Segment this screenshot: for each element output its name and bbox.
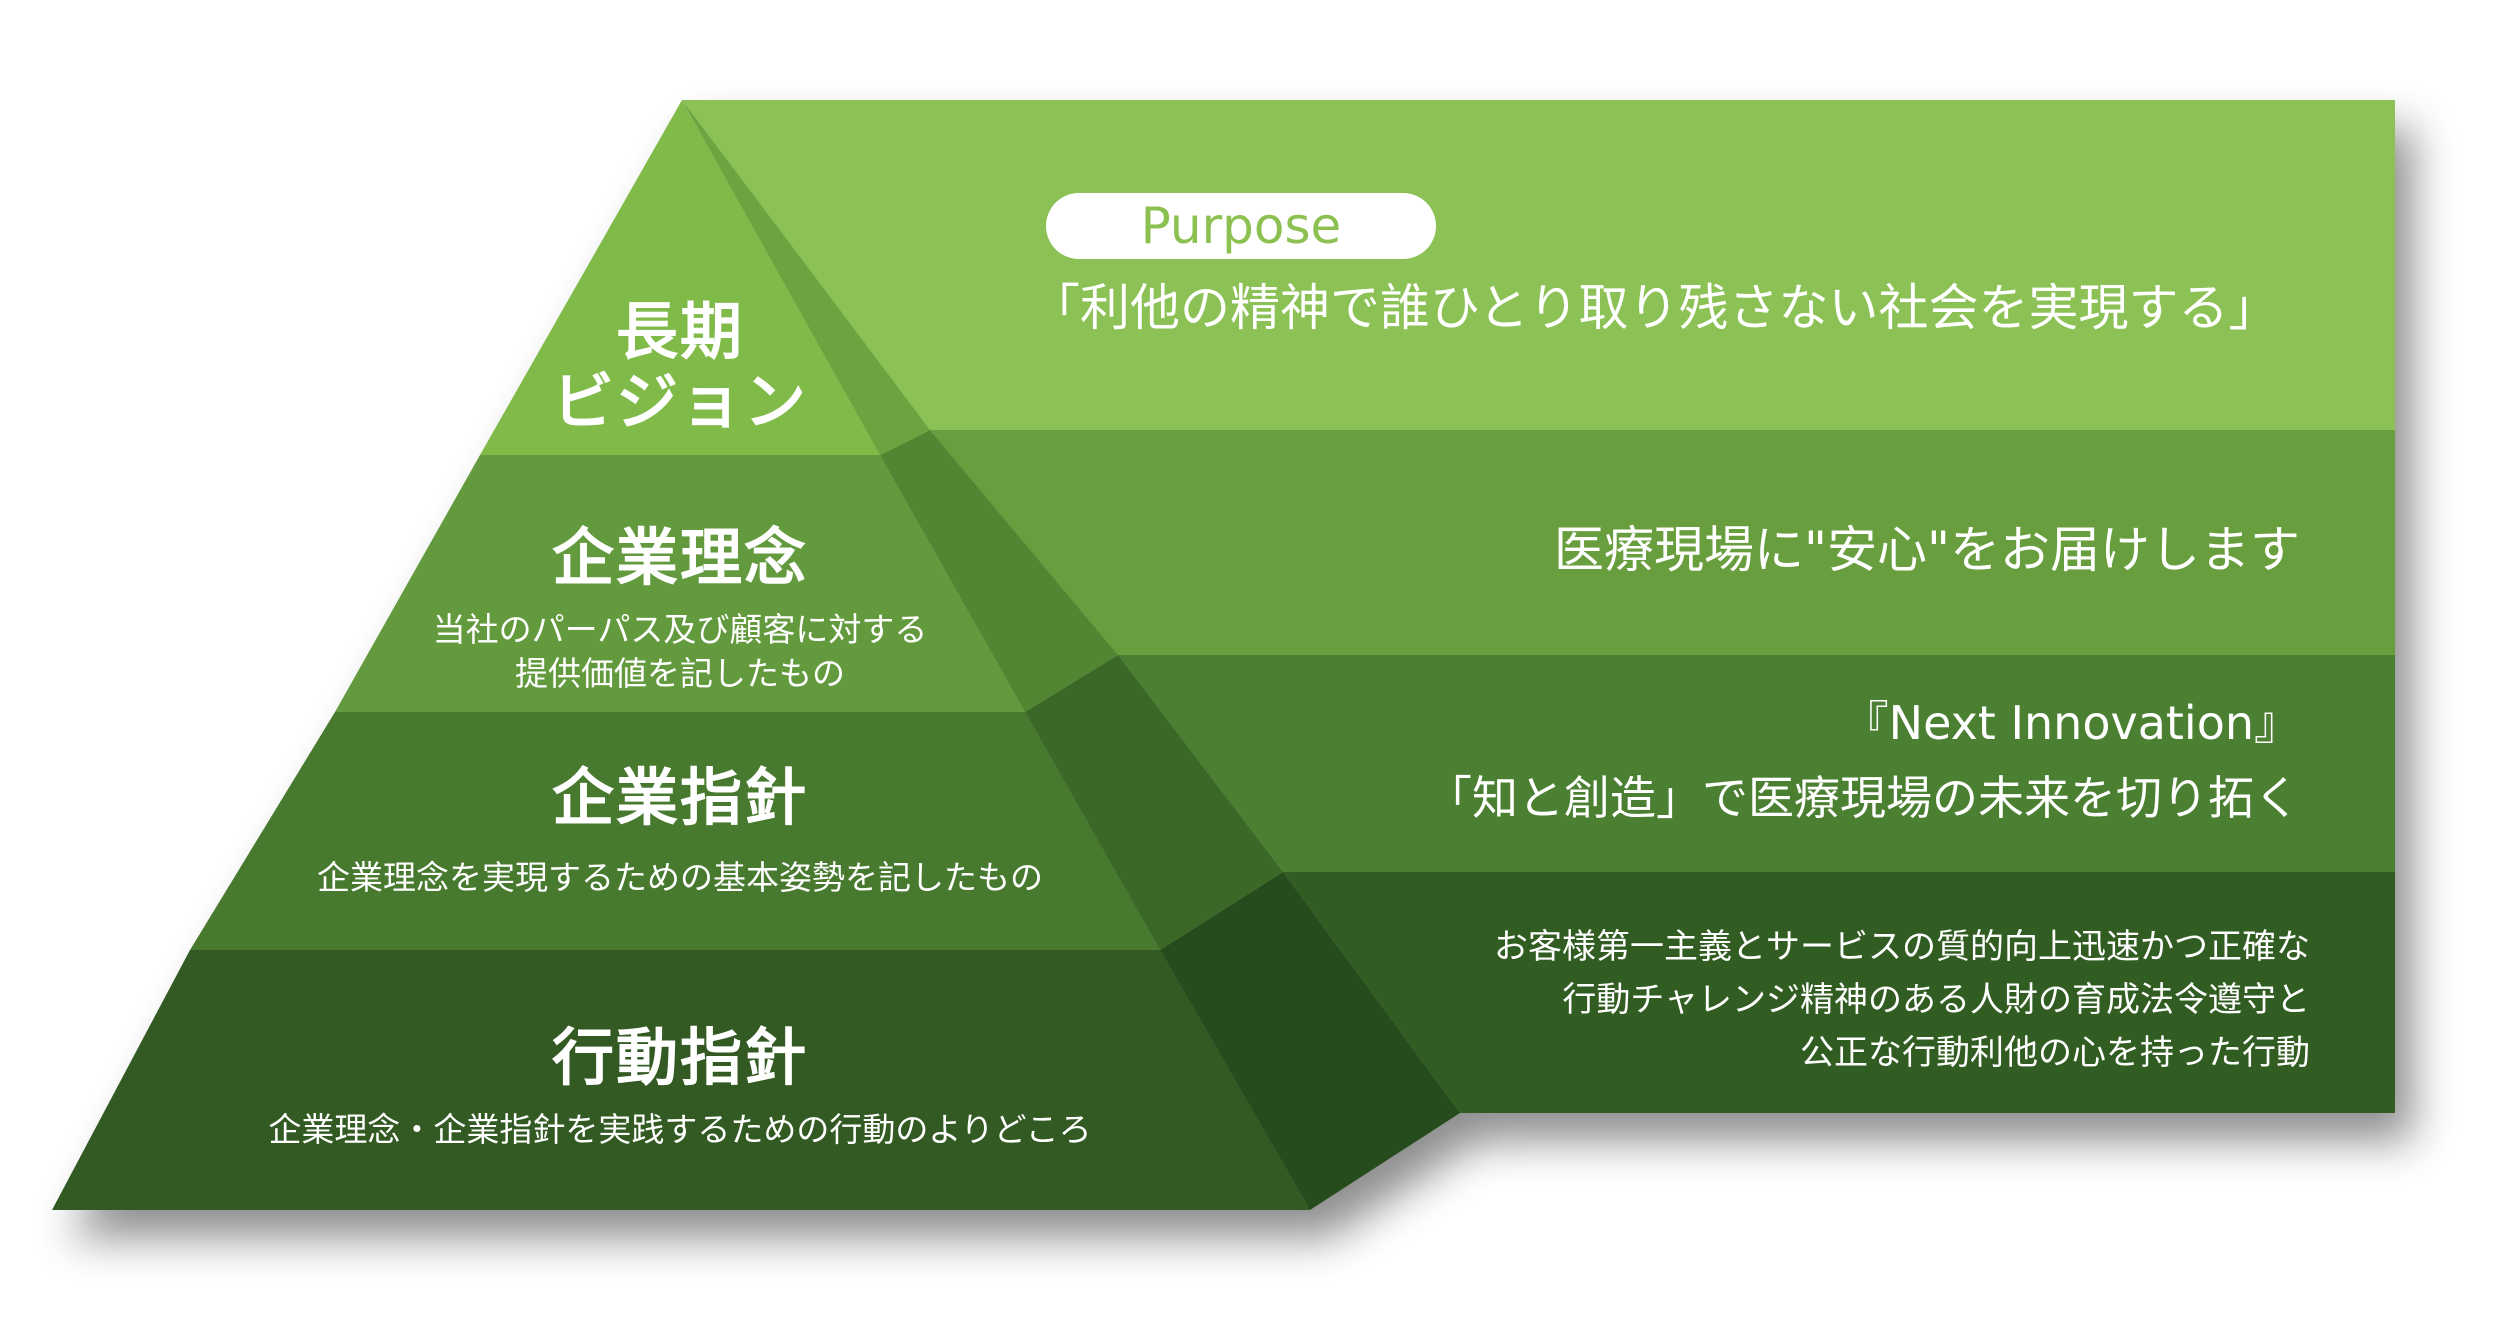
pyramid-tier-3 <box>190 712 1160 950</box>
tier1-title-line1: 長期 <box>615 295 744 368</box>
pyramid-side-2 <box>880 430 1118 712</box>
guideline-line2: 「知と創造」で医療現場の未来を切り拓く <box>1426 771 2300 825</box>
pyramid-tier-1 <box>480 100 880 455</box>
conduct-line2: 行動チャレンジ精神のある人財の育成法令遵守と <box>1562 980 2310 1020</box>
tier3-desc: 企業理念を実現するための基本姿勢を記したもの <box>317 858 1043 897</box>
purpose-badge: Purpose <box>1046 193 1436 259</box>
tier1-title-line2: ビジョン <box>551 365 808 438</box>
pyramid-side-3 <box>1025 655 1283 950</box>
tier2-title: 企業理念 <box>551 521 808 594</box>
tier4-desc: 企業理念・企業指針を実践するための行動のよりどころ <box>268 1110 1092 1149</box>
tier3-title: 企業指針 <box>551 761 808 834</box>
philosophy-statement: 医療現場に"安心"をお届けします <box>1554 521 2300 579</box>
pyramid-side-4 <box>1160 872 1460 1210</box>
band-2 <box>930 430 2395 655</box>
pyramid-tier-2 <box>335 455 1025 712</box>
band-1 <box>682 100 2395 430</box>
pyramid-tier-4 <box>52 950 1310 1210</box>
band-4 <box>1283 872 2395 1113</box>
purpose-statement: 「利他の精神で誰ひとり取り残さない社会を実現する」 <box>1030 279 2279 337</box>
tier2-desc-line1: 当社のパーパス及び顧客に対する <box>432 610 928 649</box>
guideline-line1: 『Next Innovation』 <box>1842 696 2300 750</box>
tier2-desc-line2: 提供価値を記したもの <box>515 654 845 693</box>
conduct-line1: お客様第一主義とサービスの質的向上迅速かつ正確な <box>1494 927 2310 967</box>
band-3 <box>1118 655 2395 872</box>
pyramid-side-1 <box>682 100 930 455</box>
conduct-line3: 公正な行動利他の心を持った行動 <box>1800 1033 2310 1073</box>
tier4-title: 行動指針 <box>551 1021 808 1094</box>
